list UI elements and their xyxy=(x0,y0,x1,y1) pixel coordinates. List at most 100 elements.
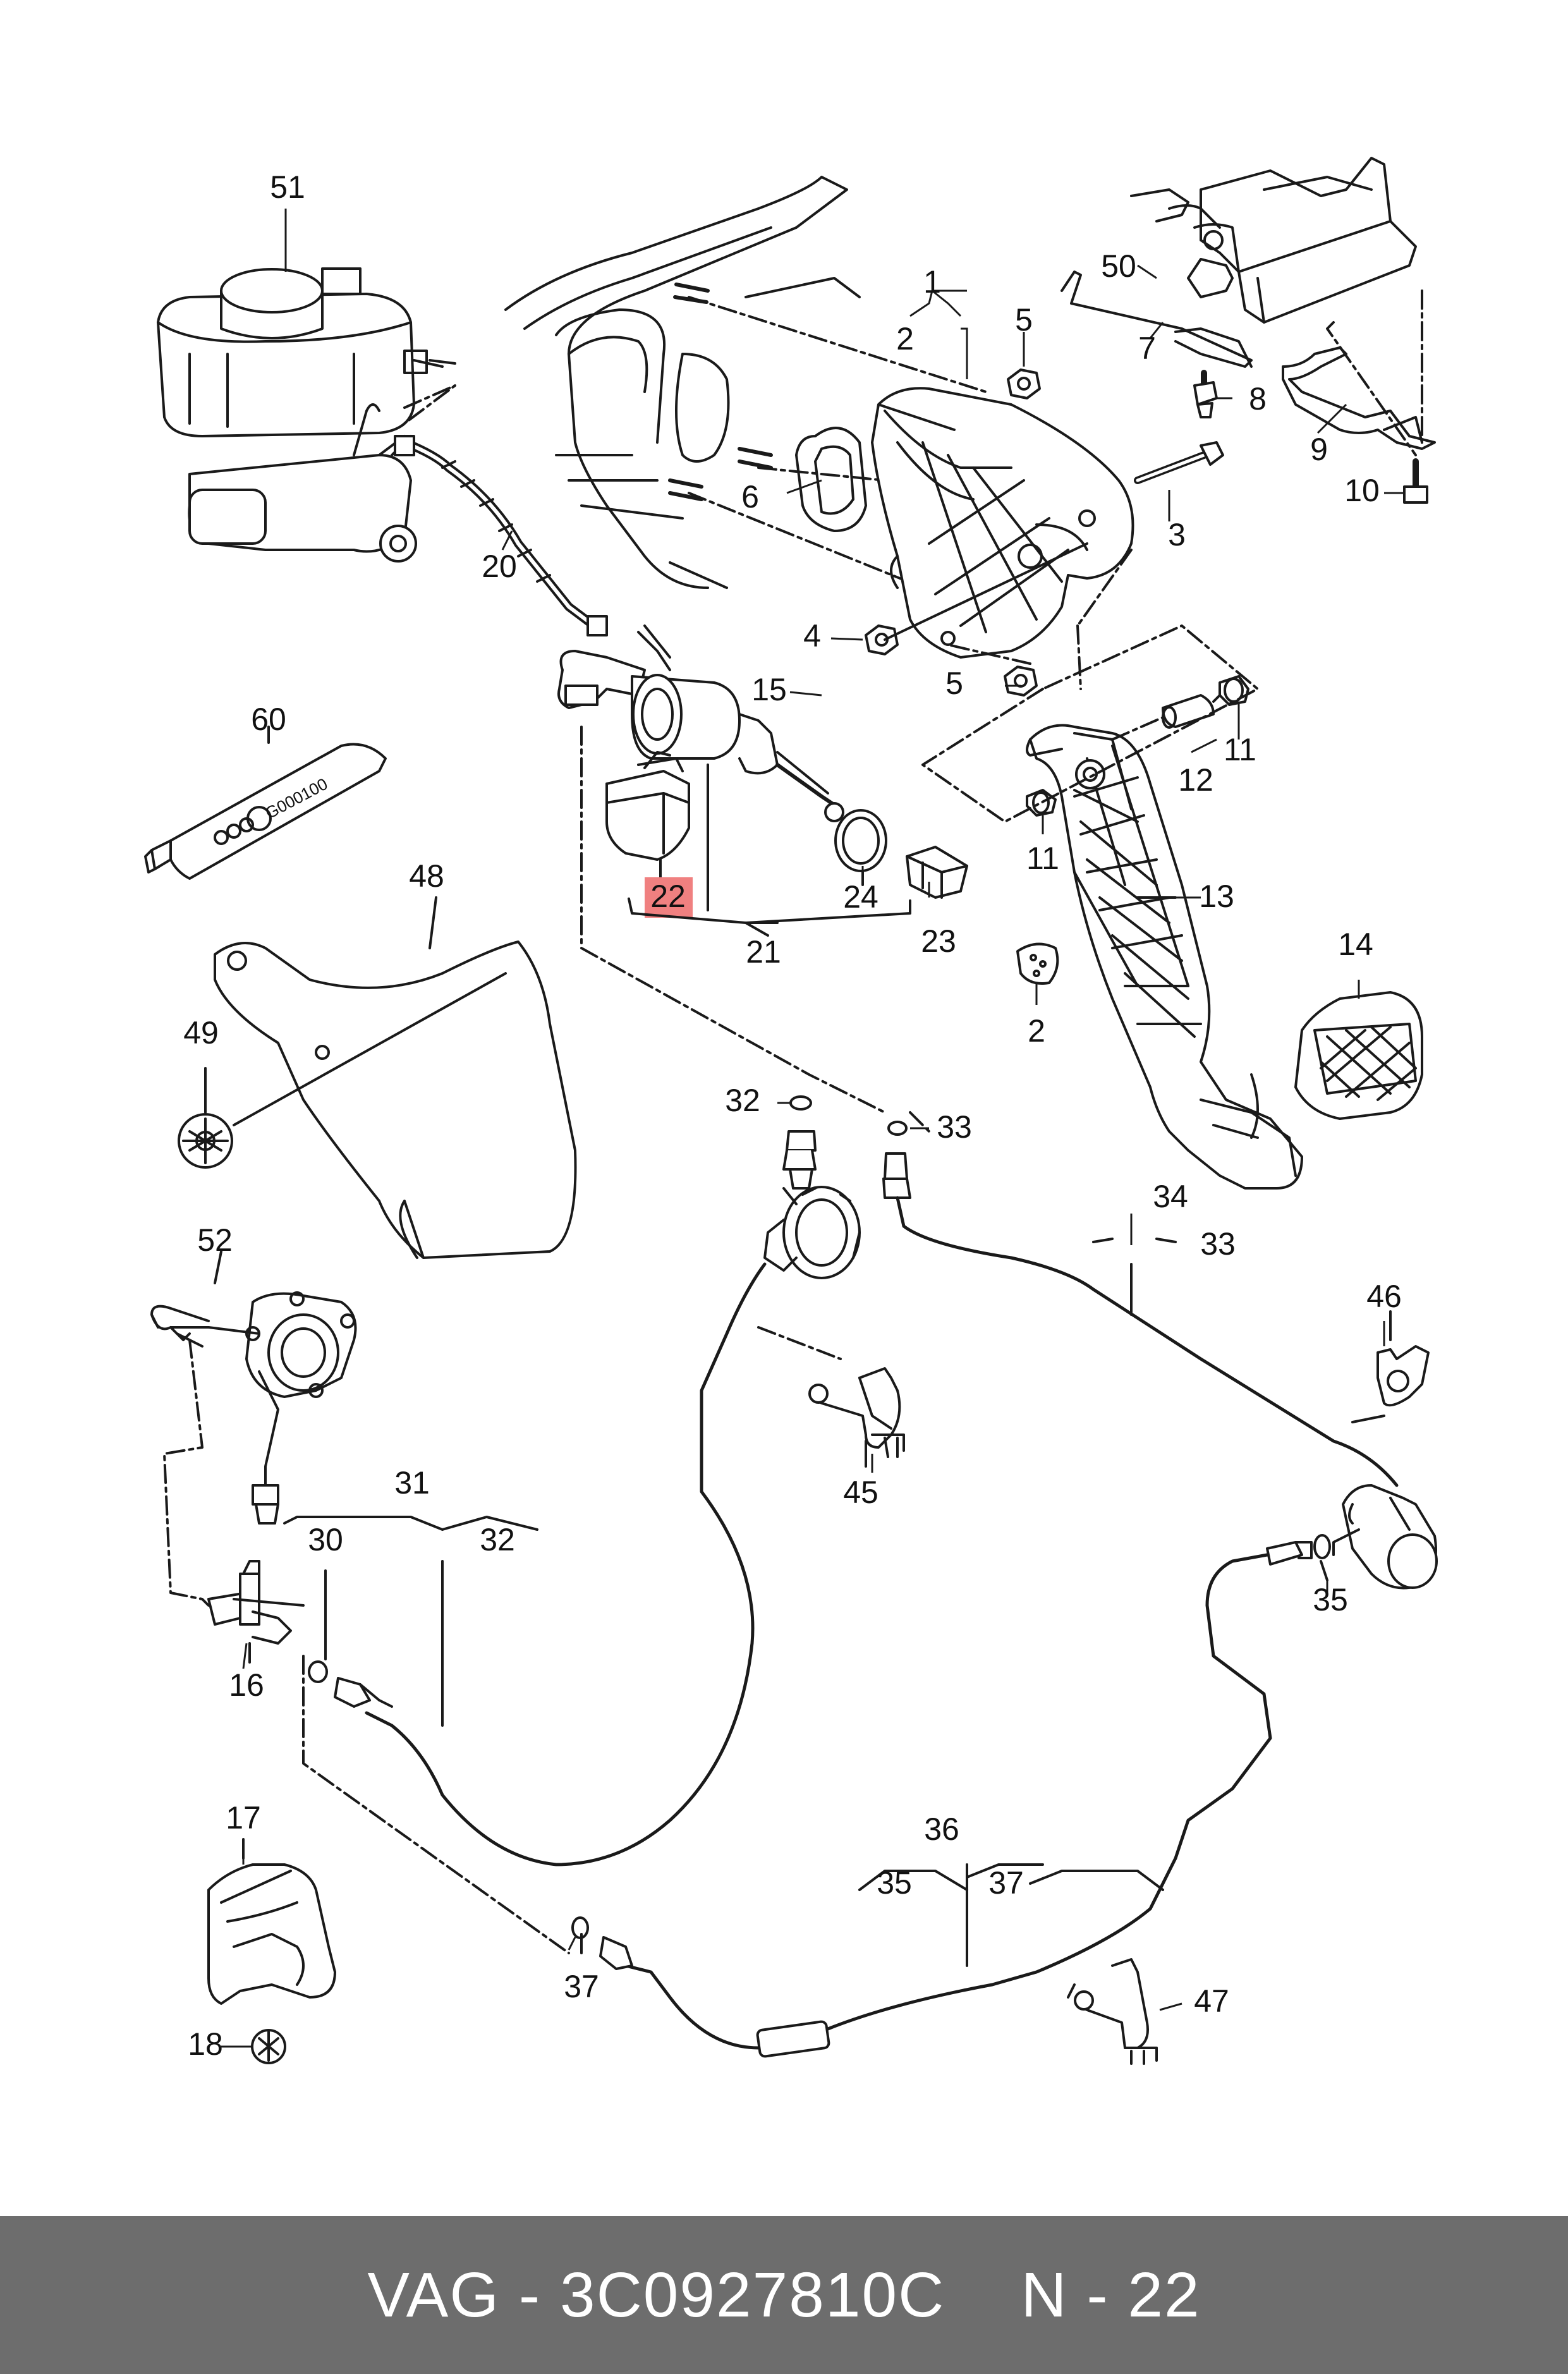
callout-16: 16 xyxy=(229,1667,264,1703)
clutch-pedal xyxy=(1026,724,1303,1190)
switch-bracket xyxy=(1130,157,1417,324)
t-piece-16 xyxy=(207,1560,305,1664)
gasket-6 xyxy=(795,427,867,532)
pedal-box-bracket xyxy=(504,176,861,589)
bracket-17 xyxy=(207,1863,336,2005)
callout-4: 4 xyxy=(803,618,821,654)
callout-18: 18 xyxy=(188,2026,223,2062)
callout-33-upper: 33 xyxy=(937,1109,972,1145)
bush-11-bottom xyxy=(1026,789,1057,817)
pedal-pad-14 xyxy=(1294,991,1423,1120)
slave-cylinder-52 xyxy=(150,1291,357,1525)
callout-34: 34 xyxy=(1153,1179,1188,1214)
footer-caption: VAG - 3C0927810C N - 22 xyxy=(0,2216,1568,2374)
seal-32-upper xyxy=(789,1095,812,1111)
callout-15: 15 xyxy=(751,672,787,707)
damper-lower xyxy=(1332,1484,1438,1590)
footer-bar: VAG - 3C0927810C N - 22 xyxy=(0,2216,1568,2374)
sleeve-12 xyxy=(1162,694,1215,729)
callout-7: 7 xyxy=(1138,331,1156,366)
pipe-31 xyxy=(365,1262,767,1866)
callout-52: 52 xyxy=(197,1222,233,1258)
damper-upper xyxy=(763,1186,861,1279)
callout-47: 47 xyxy=(1194,1983,1229,2019)
clamp-46 xyxy=(1377,1345,1430,1407)
seal-35-right xyxy=(1313,1534,1331,1559)
callout-49: 49 xyxy=(183,1015,219,1050)
callout-32-lower: 32 xyxy=(480,1522,515,1557)
callout-10: 10 xyxy=(1344,473,1380,508)
callout-32-upper: 32 xyxy=(725,1083,760,1118)
fitting-upper-left xyxy=(782,1130,817,1190)
callout-11-bottom: 11 xyxy=(1026,841,1059,876)
callout-20: 20 xyxy=(482,549,517,584)
callout-50: 50 xyxy=(1101,248,1136,284)
clip-18 xyxy=(251,2029,286,2064)
callout-5-top: 5 xyxy=(1015,302,1033,338)
callout-45: 45 xyxy=(843,1475,878,1510)
heat-shield-48 xyxy=(214,940,577,1259)
brake-fluid-reservoir xyxy=(157,267,456,437)
seal-33-upper xyxy=(887,1121,908,1136)
stop-2 xyxy=(1016,942,1059,985)
callout-36: 36 xyxy=(924,1811,959,1847)
clip-23 xyxy=(906,846,968,899)
callout-11-top: 11 xyxy=(1224,732,1256,767)
callout-60: 60 xyxy=(251,702,286,737)
fitting-37 xyxy=(599,1936,633,1970)
bracket-7 xyxy=(1061,271,1253,368)
callout-9: 9 xyxy=(1310,432,1328,467)
callout-14: 14 xyxy=(1338,927,1373,962)
callout-2-top: 2 xyxy=(896,321,914,356)
nut-5-bottom xyxy=(1004,666,1038,697)
parts-diagram: G000100 xyxy=(144,157,1438,2065)
callout-24: 24 xyxy=(843,879,878,915)
fitting-35-right xyxy=(1266,1541,1313,1566)
pedal-bracket-housing xyxy=(871,387,1134,659)
page-reference: N - 22 xyxy=(1021,2259,1201,2330)
callout-22: 22 xyxy=(650,879,686,914)
callout-12: 12 xyxy=(1178,762,1213,798)
callout-46: 46 xyxy=(1366,1279,1402,1314)
callout-35-right: 35 xyxy=(1313,1582,1348,1617)
callout-8: 8 xyxy=(1249,381,1267,417)
seal-ring-24 xyxy=(834,809,887,872)
callout-23: 23 xyxy=(921,923,956,959)
callout-48: 48 xyxy=(409,858,444,894)
screw-8 xyxy=(1193,370,1218,418)
seal-30 xyxy=(308,1660,328,1683)
callout-30: 30 xyxy=(308,1522,343,1557)
highlight-box-22 xyxy=(645,877,693,918)
callout-51: 51 xyxy=(270,169,305,205)
callout-33-lower: 33 xyxy=(1200,1226,1236,1262)
master-cylinder xyxy=(188,403,417,563)
clip-49 xyxy=(178,1113,233,1169)
part-number: VAG - 3C0927810C xyxy=(367,2259,945,2330)
clutch-master-cylinder xyxy=(557,624,844,822)
callout-5-bottom: 5 xyxy=(945,666,963,701)
sensor-22 xyxy=(605,751,690,861)
studs xyxy=(668,283,773,501)
hose-20 xyxy=(394,435,608,636)
callout-37-lower: 37 xyxy=(988,1865,1024,1901)
callout-1: 1 xyxy=(923,264,941,300)
nut-4 xyxy=(865,624,899,655)
clamp-45 xyxy=(808,1367,905,1458)
pipe-36 xyxy=(624,1553,1272,2058)
bracket-9 xyxy=(1282,346,1436,450)
pipe-34 xyxy=(896,1196,1399,1487)
callout-6: 6 xyxy=(741,479,759,514)
callout-13: 13 xyxy=(1199,879,1234,914)
callout-labels: 51 1 2 5 50 7 8 9 10 3 6 20 4 5 15 11 12… xyxy=(183,169,1402,2062)
callout-37-left: 37 xyxy=(564,1969,599,2004)
callout-17: 17 xyxy=(226,1800,261,1835)
callout-35-lower: 35 xyxy=(877,1865,912,1901)
fitting-30 xyxy=(334,1677,393,1708)
callout-31: 31 xyxy=(394,1465,430,1500)
bolt-3 xyxy=(1134,441,1224,484)
callout-21: 21 xyxy=(746,934,781,970)
screw-10 xyxy=(1403,458,1428,504)
clamp-47 xyxy=(1074,1958,1158,2065)
grease-tube-60: G000100 xyxy=(144,743,387,880)
fitting-upper-right xyxy=(882,1152,911,1199)
